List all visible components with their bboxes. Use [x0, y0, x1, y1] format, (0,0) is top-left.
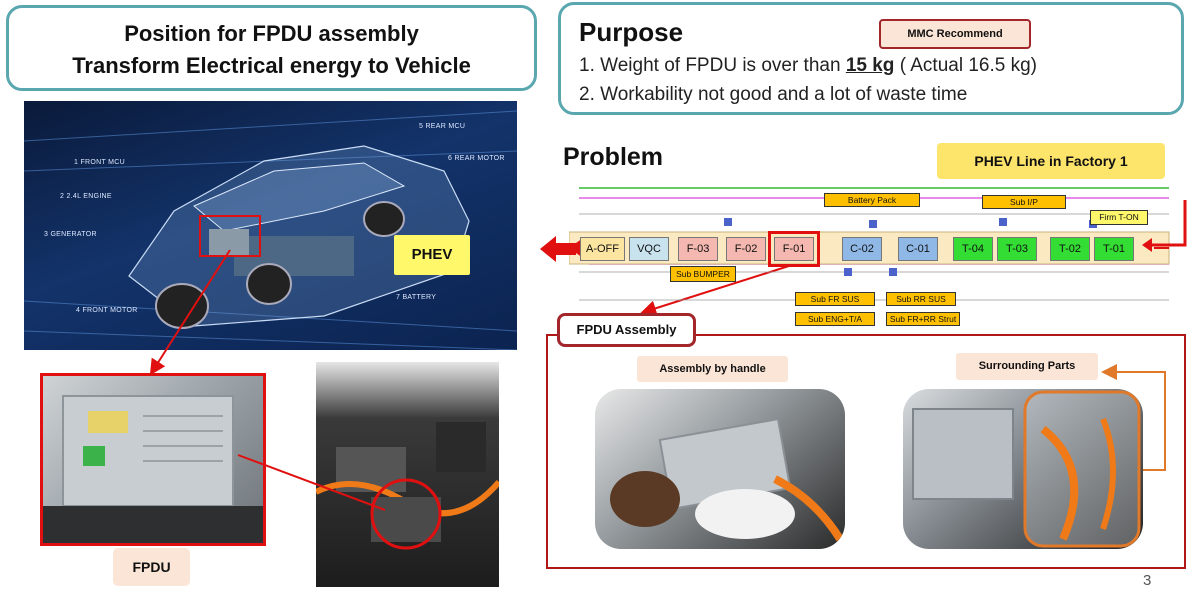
station-t-01: T-01 — [1094, 237, 1134, 261]
purpose-heading: Purpose — [579, 17, 684, 47]
page-number: 3 — [1143, 572, 1152, 589]
label-engine: 2 2.4L ENGINE — [60, 193, 112, 200]
line-entry-arrow-icon — [1142, 200, 1187, 252]
station-f-01: F-01 — [774, 237, 814, 261]
station-t-03: T-03 — [997, 237, 1037, 261]
purpose-weight-limit: 15 kg — [845, 55, 895, 76]
label-sub-rr-sus: Sub RR SUS — [886, 292, 956, 306]
purpose-item-1-prefix: 1. Weight of FPDU is over than — [579, 55, 846, 76]
label-rear-motor: 6 REAR MOTOR — [448, 155, 505, 162]
purpose-item-1: 1. Weight of FPDU is over than 15 kg ( A… — [579, 55, 1037, 77]
phev-line-tag: PHEV Line in Factory 1 — [937, 143, 1165, 179]
fpdu-unit-illustration — [43, 395, 263, 543]
phev-car-cutaway-image: 1 FRONT MCU 2 2.4L ENGINE 3 GENERATOR 4 … — [24, 101, 517, 350]
label-generator: 3 GENERATOR — [44, 231, 97, 238]
title-line-1: Position for FPDU assembly — [124, 21, 419, 46]
title-line-2: Transform Electrical energy to Vehicle — [72, 53, 471, 78]
label-sub-fr-sus: Sub FR SUS — [795, 292, 875, 306]
purpose-item-1-suffix: ( Actual 16.5 kg) — [894, 55, 1037, 76]
purpose-box: Purpose MMC Recommend 1. Weight of FPDU … — [558, 2, 1184, 115]
f-01-highlight — [768, 231, 820, 267]
station-t-04: T-04 — [953, 237, 993, 261]
label-sub-fr-rr-strut: Sub FR+RR Strut — [886, 312, 960, 326]
label-sub-eng-ta: Sub ENG+T/A — [795, 312, 875, 326]
hands-assembly-illustration — [610, 417, 844, 542]
label-front-motor: 4 FRONT MOTOR — [76, 307, 138, 314]
line-flow-arrow-icon — [540, 236, 576, 262]
fpdu-closeup-image — [40, 373, 266, 546]
fpdu-tag: FPDU — [113, 548, 190, 586]
station-vqc: VQC — [629, 237, 669, 261]
label-sub-bumper: Sub BUMPER — [670, 266, 736, 282]
fpdu-assembly-box — [546, 334, 1186, 569]
station-t-02: T-02 — [1050, 237, 1090, 261]
label-battery: 7 BATTERY — [396, 294, 437, 301]
surrounding-parts-illustration — [912, 390, 1141, 548]
purpose-item-2: 2. Workability not good and a lot of was… — [579, 84, 968, 105]
label-front-mcu: 1 FRONT MCU — [74, 159, 126, 166]
label-battery-pack: Battery Pack — [824, 193, 920, 207]
station-f-03: F-03 — [678, 237, 718, 261]
assembly-by-handle-image — [595, 389, 845, 549]
title-box: Position for FPDU assembly Transform Ele… — [6, 5, 537, 91]
station-a-off: A-OFF — [580, 237, 625, 261]
station-c-02: C-02 — [842, 237, 882, 261]
station-f-02: F-02 — [726, 237, 766, 261]
surrounding-parts-label: Surrounding Parts — [956, 353, 1098, 380]
surrounding-parts-image — [903, 389, 1143, 549]
problem-heading: Problem — [563, 143, 664, 171]
station-c-01: C-01 — [898, 237, 938, 261]
mmc-recommend-badge: MMC Recommend — [879, 19, 1031, 49]
label-sub-ip: Sub I/P — [982, 195, 1066, 209]
label-firm-ton: Firm T-ON — [1090, 210, 1148, 225]
assembly-by-handle-label: Assembly by handle — [637, 356, 788, 382]
phev-tag: PHEV — [394, 235, 470, 275]
engine-bay-illustration — [316, 422, 499, 550]
label-rear-mcu: 5 REAR MCU — [419, 123, 466, 130]
engine-bay-image — [316, 362, 499, 587]
fpdu-assembly-heading: FPDU Assembly — [557, 313, 696, 347]
